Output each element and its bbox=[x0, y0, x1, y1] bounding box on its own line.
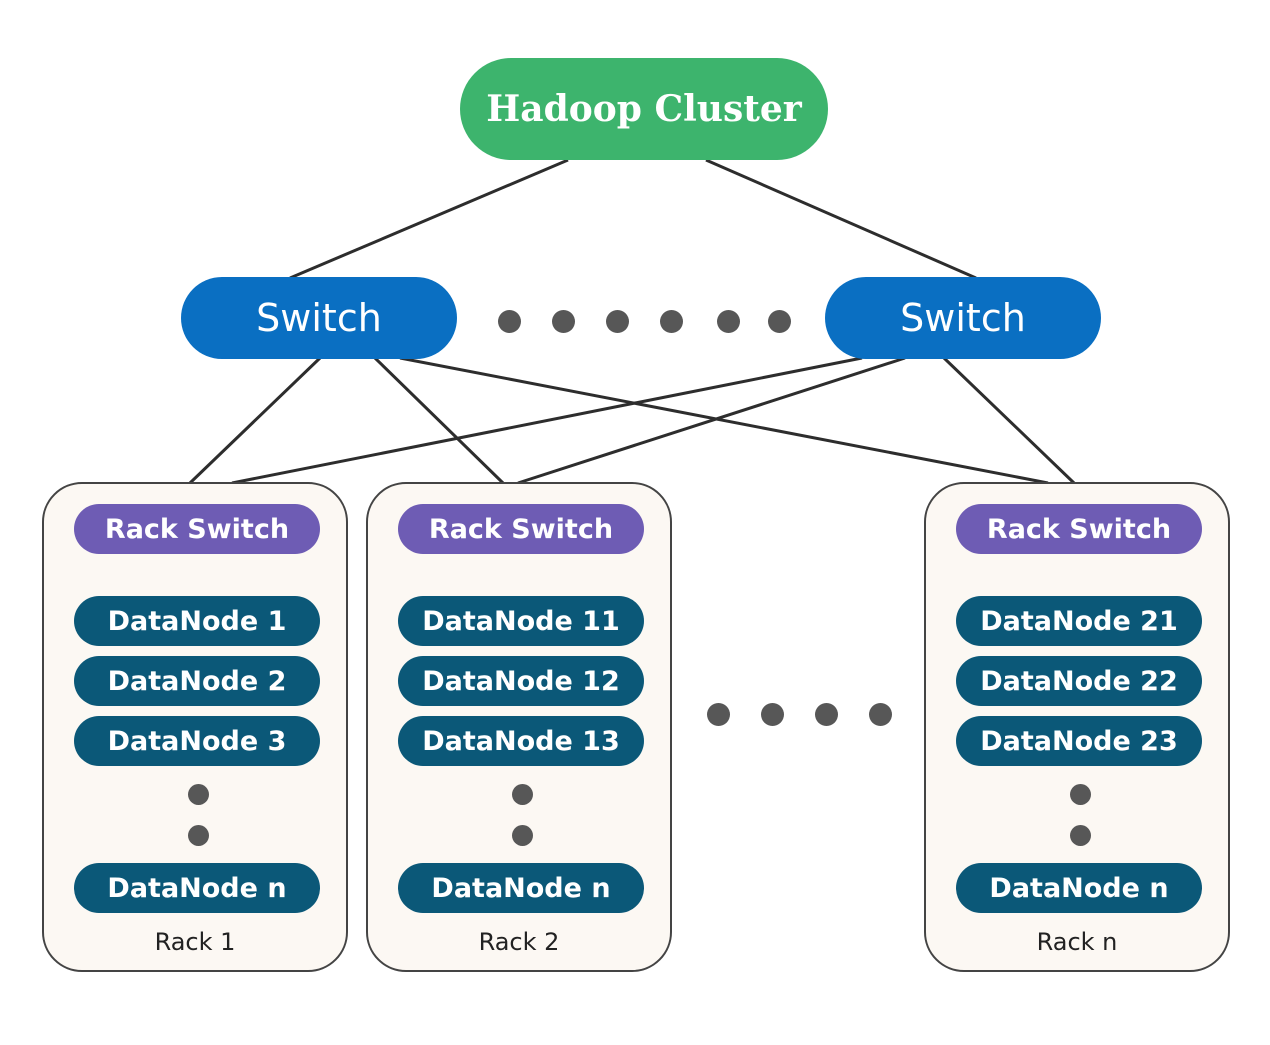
switch-1: Switch bbox=[181, 277, 457, 359]
link-switch2-rack1 bbox=[231, 356, 863, 485]
datanode: DataNode 22 bbox=[956, 656, 1202, 706]
datanode-n: DataNode n bbox=[398, 863, 644, 913]
datanode: DataNode 12 bbox=[398, 656, 644, 706]
link-switch1-rack2 bbox=[373, 356, 505, 485]
datanode-n: DataNode n bbox=[956, 863, 1202, 913]
link-switch1-rackn bbox=[399, 356, 1049, 485]
rack-switch: Rack Switch bbox=[956, 504, 1202, 554]
rack-switch: Rack Switch bbox=[398, 504, 644, 554]
rack-n: Rack Switch DataNode 21 DataNode 22 Data… bbox=[924, 482, 1230, 972]
rack-2: Rack Switch DataNode 11 DataNode 12 Data… bbox=[366, 482, 672, 972]
ellipsis-dot bbox=[660, 310, 683, 333]
datanode: DataNode 13 bbox=[398, 716, 644, 766]
datanode: DataNode 21 bbox=[956, 596, 1202, 646]
ellipsis-dot bbox=[498, 310, 521, 333]
vertical-ellipsis-dot bbox=[188, 825, 209, 846]
switch-2: Switch bbox=[825, 277, 1101, 359]
datanode-n: DataNode n bbox=[74, 863, 320, 913]
hadoop-cluster-node: Hadoop Cluster bbox=[460, 58, 828, 160]
datanode: DataNode 11 bbox=[398, 596, 644, 646]
link-switch1-rack1 bbox=[188, 356, 322, 485]
vertical-ellipsis-dot bbox=[188, 784, 209, 805]
link-cluster-switch-2 bbox=[705, 158, 977, 280]
ellipsis-dot bbox=[552, 310, 575, 333]
ellipsis-dot bbox=[761, 703, 784, 726]
rack-label: Rack 2 bbox=[478, 928, 560, 956]
link-cluster-switch-1 bbox=[289, 158, 569, 280]
ellipsis-dot bbox=[815, 703, 838, 726]
vertical-ellipsis-dot bbox=[512, 825, 533, 846]
rack-1: Rack Switch DataNode 1 DataNode 2 DataNo… bbox=[42, 482, 348, 972]
ellipsis-dot bbox=[707, 703, 730, 726]
ellipsis-dot bbox=[606, 310, 629, 333]
ellipsis-dot bbox=[869, 703, 892, 726]
datanode: DataNode 1 bbox=[74, 596, 320, 646]
datanode: DataNode 2 bbox=[74, 656, 320, 706]
rack-label: Rack 1 bbox=[154, 928, 236, 956]
ellipsis-dot bbox=[717, 310, 740, 333]
link-switch2-rackn bbox=[942, 356, 1076, 485]
rack-switch: Rack Switch bbox=[74, 504, 320, 554]
vertical-ellipsis-dot bbox=[1070, 784, 1091, 805]
datanode: DataNode 3 bbox=[74, 716, 320, 766]
vertical-ellipsis-dot bbox=[512, 784, 533, 805]
ellipsis-dot bbox=[768, 310, 791, 333]
vertical-ellipsis-dot bbox=[1070, 825, 1091, 846]
datanode: DataNode 23 bbox=[956, 716, 1202, 766]
link-switch2-rack2 bbox=[517, 356, 906, 485]
rack-label: Rack n bbox=[1036, 928, 1118, 956]
